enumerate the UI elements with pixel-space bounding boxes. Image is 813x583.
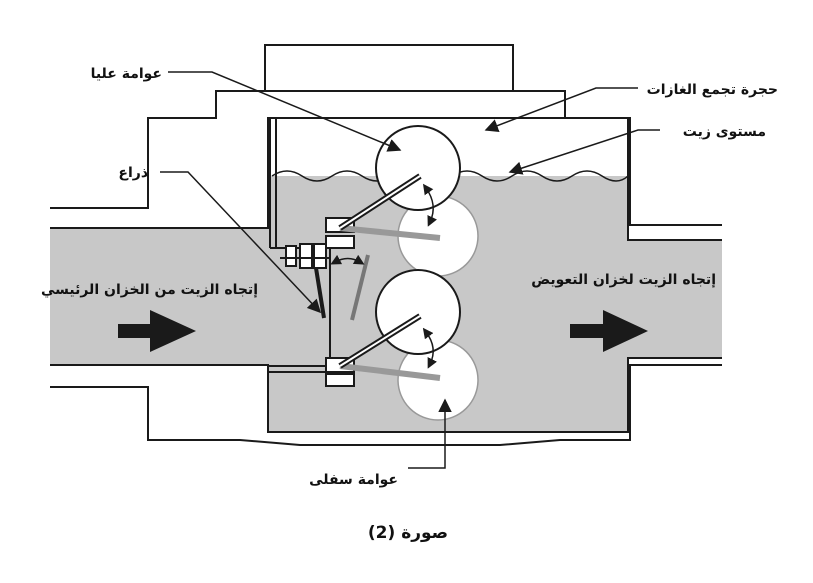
leader-lines bbox=[160, 71, 660, 469]
lower-float-ghost bbox=[339, 339, 479, 421]
switch-contacts bbox=[280, 243, 370, 321]
arm-motion-arrow bbox=[330, 254, 365, 265]
flow-arrow-right bbox=[570, 310, 648, 352]
label-arm: ذراع bbox=[118, 165, 148, 181]
label-flow-from-main: إتجاه الزيت من الخزان الرئيسي bbox=[41, 282, 258, 298]
upper-float-motion-arrow bbox=[422, 183, 437, 227]
label-upper-float: عوامة عليا bbox=[91, 66, 162, 82]
label-gas-chamber: حجرة تجمع الغازات bbox=[647, 82, 778, 98]
lower-float-motion-arrow bbox=[422, 327, 438, 369]
upper-float-ghost bbox=[339, 195, 479, 277]
figure-caption: صورة (2) bbox=[368, 523, 448, 543]
housing-outline bbox=[50, 44, 722, 446]
label-oil-level: مستوى زيت bbox=[683, 124, 766, 140]
label-lower-float: عوامة سفلى bbox=[309, 472, 398, 488]
label-flow-to-conservator: إتجاه الزيت لخزان التعويض bbox=[531, 272, 716, 288]
flow-arrow-left bbox=[118, 310, 196, 352]
lower-float bbox=[338, 269, 461, 369]
